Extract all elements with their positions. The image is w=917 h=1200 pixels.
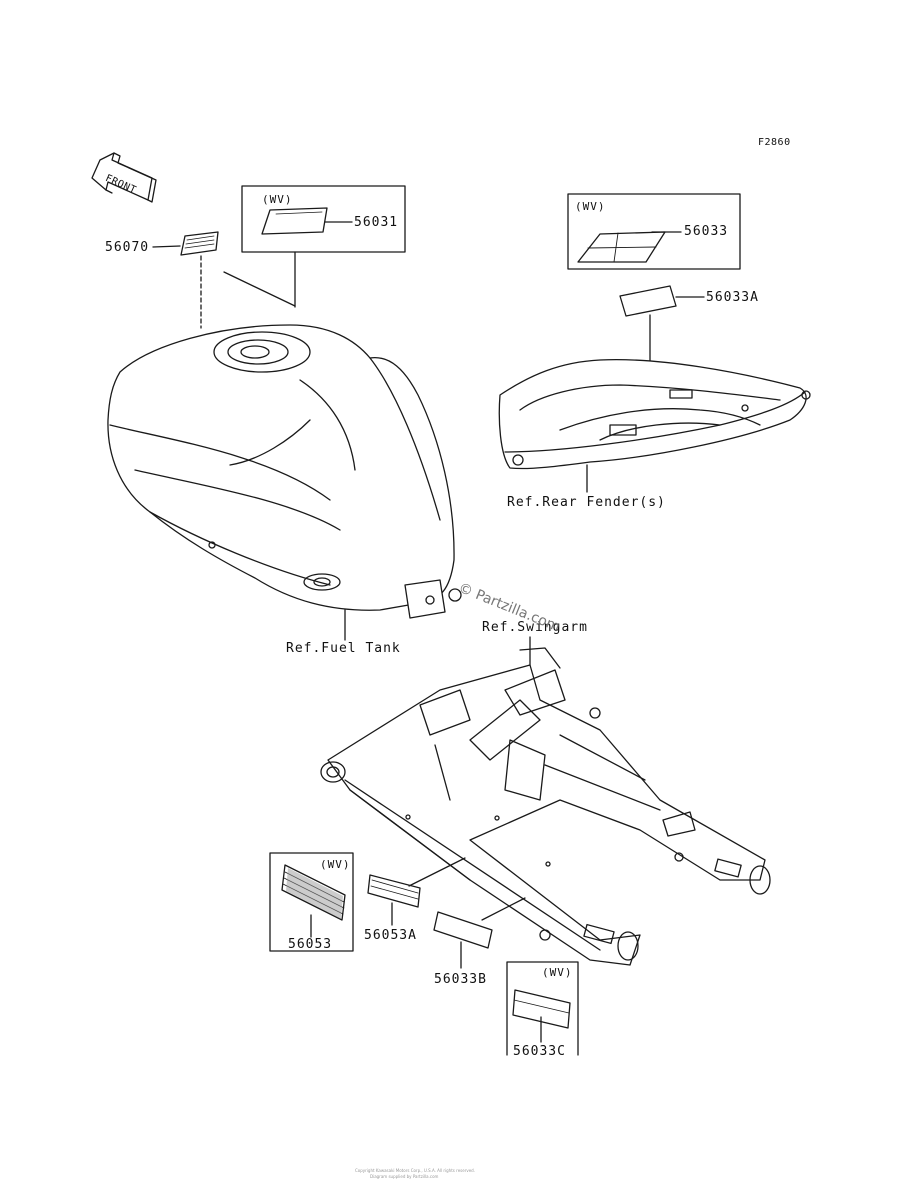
ref-fuel-tank: Ref.Fuel Tank [286,641,401,656]
label-56031-sticker [261,207,328,235]
swingarm-drawing [320,647,771,966]
label-56033A-sticker [619,285,677,317]
label-56033-sticker [577,231,666,263]
part-number-56070: 56070 [105,240,150,255]
front-arrow-icon [91,152,157,203]
variant-tag-56033: (WV) [575,200,606,213]
ref-swingarm: Ref.Swingarm [482,620,588,635]
part-number-56053: 56053 [288,937,333,952]
rear-fender-drawing [498,358,811,470]
label-56033B-sticker [433,911,493,949]
label-56070-sticker [180,231,219,256]
diagram-code: F2860 [758,137,791,148]
part-number-56033C: 56033C [513,1044,566,1059]
variant-tag-56031: (WV) [262,193,293,206]
footer-copyright: Copyright Kawasaki Motors Corp., U.S.A. … [355,1168,475,1173]
leader-56070 [152,245,181,248]
dashed-drop-56070b [223,271,296,307]
leader-56033B [481,897,526,921]
part-number-56031: 56031 [354,215,399,230]
part-number-56033A: 56033A [706,290,759,305]
label-56053A-sticker [367,874,421,908]
part-number-56033: 56033 [684,224,729,239]
footer-credit: Diagram supplied by Partzilla.com [370,1174,439,1179]
label-56053-sticker [281,864,346,921]
fuel-tank-drawing [107,324,462,619]
part-number-56053A: 56053A [364,928,417,943]
leader-56053A [408,857,466,887]
part-number-56033B: 56033B [434,972,487,987]
variant-tag-56053: (WV) [320,858,351,871]
ref-rear-fender: Ref.Rear Fender(s) [507,495,666,510]
variant-tag-56033C: (WV) [542,966,573,979]
label-56033C-sticker [512,989,571,1029]
